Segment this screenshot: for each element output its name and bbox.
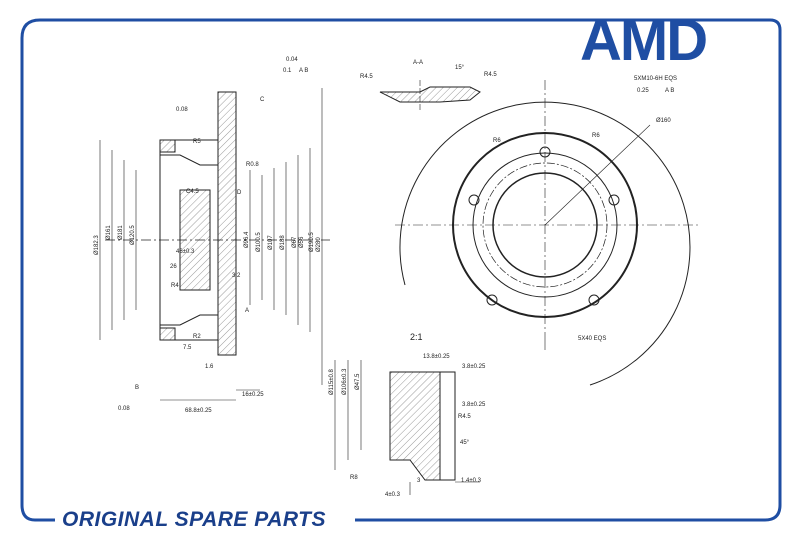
dim-left-3: Ø182.3 <box>94 235 100 255</box>
bolt-hole <box>468 194 480 206</box>
brand-logo: AMD <box>580 8 708 73</box>
detail-dim-4: 3.8±0.25 <box>462 364 486 370</box>
dim-c45: C4.5 <box>186 189 199 195</box>
detail-dim-3: 13.8±0.25 <box>423 354 450 360</box>
tol-position: 0.25 <box>637 88 649 94</box>
dim-left-0: Ø161 <box>106 225 112 240</box>
dim-r2: R2 <box>193 334 201 340</box>
bolt-hole <box>608 194 620 206</box>
tol-flatness: 0.04 <box>286 57 298 63</box>
hub-body <box>159 139 219 341</box>
detail-dim-8: 4±0.3 <box>385 492 401 498</box>
datum-b: B <box>135 385 139 391</box>
dim-right-1: Ø100.5 <box>256 232 262 252</box>
dim-r5: R5 <box>193 139 201 145</box>
detail-dim-7: R8 <box>350 475 358 481</box>
detail-dim-9: 1.4±0.3 <box>461 478 482 484</box>
bolt-hole <box>588 294 600 306</box>
dim-r6-b: R6 <box>592 133 600 139</box>
bolt-hole <box>486 294 498 306</box>
front-view <box>395 80 700 386</box>
dim-right-2: Ø107 <box>268 235 274 250</box>
dim-right-3: Ø188 <box>280 235 286 250</box>
dim-16: 1.6 <box>205 364 214 370</box>
dim-26: 26 <box>170 264 177 270</box>
detail-dim-1: Ø106±0.3 <box>342 368 348 395</box>
dim-left-1: Ø181 <box>118 225 124 240</box>
tol-runout-top: 0.1 <box>283 68 292 74</box>
tol-runout-left: 0.08 <box>118 406 130 412</box>
tol-parallel: 0.08 <box>176 107 188 113</box>
section-label: A-A <box>413 60 423 66</box>
footer-slogan: ORIGINAL SPARE PARTS <box>62 508 326 531</box>
datum-a: A <box>245 308 249 314</box>
disc-plate <box>217 91 237 356</box>
dim-r45-a: R4.5 <box>360 74 373 80</box>
dim-75: 7.5 <box>183 345 192 351</box>
dim-right-7: Ø280 <box>316 237 322 252</box>
tol-runout-ref: A B <box>299 68 308 74</box>
dim-right-6: Ø190.5 <box>309 232 315 252</box>
detail-dim-0: Ø115±0.8 <box>329 368 335 395</box>
detail-dim-6: R4.5 <box>458 414 471 420</box>
dim-r6-a: R6 <box>493 138 501 144</box>
disc-outer-arc <box>399 101 691 386</box>
dim-16w: 16±0.25 <box>242 392 264 398</box>
datum-d: D <box>237 190 242 196</box>
section-aa <box>379 80 481 110</box>
detail-view <box>334 360 480 495</box>
dim-r08: R0.8 <box>246 162 259 168</box>
dim-right-5: Ø56 <box>299 236 305 248</box>
tol-position-ref: A B <box>665 88 674 94</box>
dim-r4: R4 <box>171 283 179 289</box>
dim-45deg: 45° <box>460 440 470 446</box>
section-view <box>99 88 330 401</box>
dim-right-4: Ø67 <box>292 236 298 248</box>
detail-label: 2:1 <box>410 332 423 342</box>
dim-right-0: Ø96.4 <box>244 231 250 248</box>
dim-bolt-pattern: 5X40 EQS <box>578 336 606 342</box>
dim-left-2: Ø120.5 <box>130 225 136 245</box>
dim-688: 68.8±0.25 <box>185 408 212 414</box>
detail-dim-10: 3 <box>417 478 421 484</box>
detail-dim-5: 3.8±0.25 <box>462 402 486 408</box>
dim-15deg: 15° <box>455 65 465 71</box>
dim-r45-b: R4.5 <box>484 72 497 78</box>
dim-32: 3.2 <box>232 273 241 279</box>
datum-c: C <box>260 97 265 103</box>
dim-dia-160: Ø160 <box>656 118 671 124</box>
border-frame <box>20 18 782 522</box>
detail-dim-2: Ø47.5 <box>355 373 361 390</box>
thread-spec: 5XM10-6H EQS <box>634 76 677 82</box>
dim-46: 46±0.3 <box>176 249 195 255</box>
